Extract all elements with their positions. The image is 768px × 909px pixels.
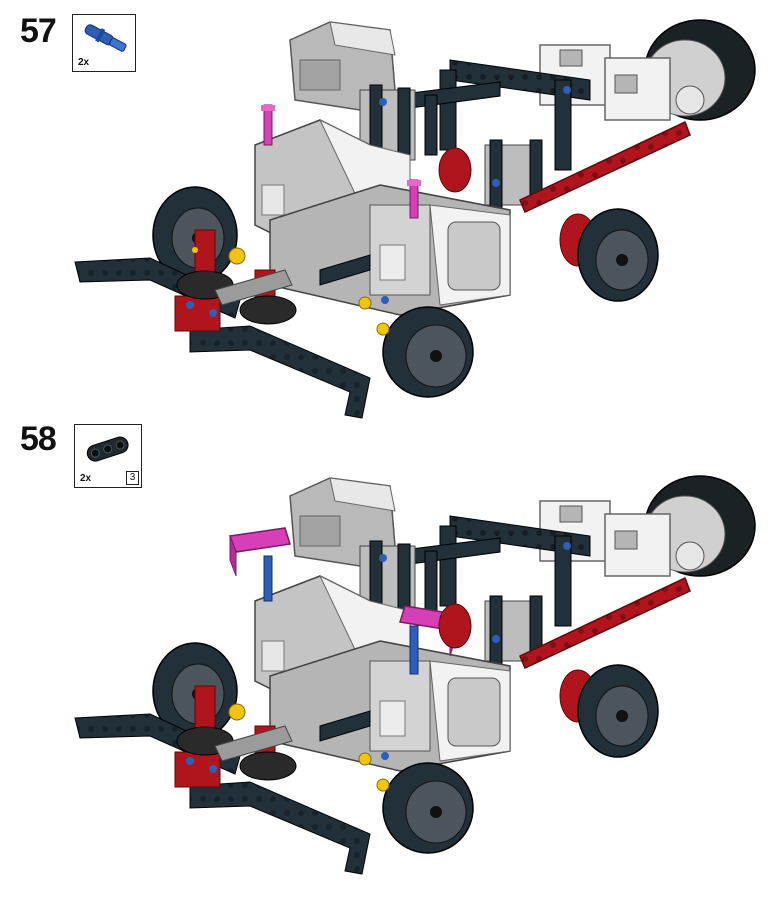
medium-motor-center <box>269 184 511 316</box>
step-number: 58 <box>20 420 57 458</box>
gears <box>176 269 297 325</box>
part-length-label: 3 <box>126 471 139 485</box>
wheel-front-right <box>577 664 659 758</box>
magenta-levers <box>228 527 456 675</box>
wheel-front-right <box>577 208 659 302</box>
step-57: 57 2x <box>0 0 768 420</box>
parts-callout: 2x 3 <box>74 424 142 488</box>
yellow-bushings <box>228 703 390 792</box>
parts-callout: 2x <box>72 14 136 72</box>
red-beam <box>519 120 691 214</box>
model-assembly-58 <box>74 475 756 875</box>
large-motor-back <box>289 477 396 567</box>
magenta-axles <box>261 104 421 219</box>
red-beam <box>519 576 691 670</box>
blue-axle-pin-icon <box>84 24 127 52</box>
dark-beam-3-icon <box>86 436 129 462</box>
motor-right-back <box>539 19 756 121</box>
part-quantity: 2x <box>80 473 92 484</box>
model-assembly-57 <box>74 19 756 419</box>
motor-right-back <box>539 475 756 577</box>
large-motor-back <box>289 21 396 111</box>
step-58: 58 2x 3 <box>0 420 768 909</box>
step-number: 57 <box>20 12 57 50</box>
part-quantity: 2x <box>78 57 90 68</box>
yellow-bushings <box>228 247 390 336</box>
medium-motor-center <box>269 640 511 772</box>
wheel-bottom <box>382 762 474 854</box>
wheel-bottom <box>382 306 474 398</box>
gears <box>176 725 297 781</box>
